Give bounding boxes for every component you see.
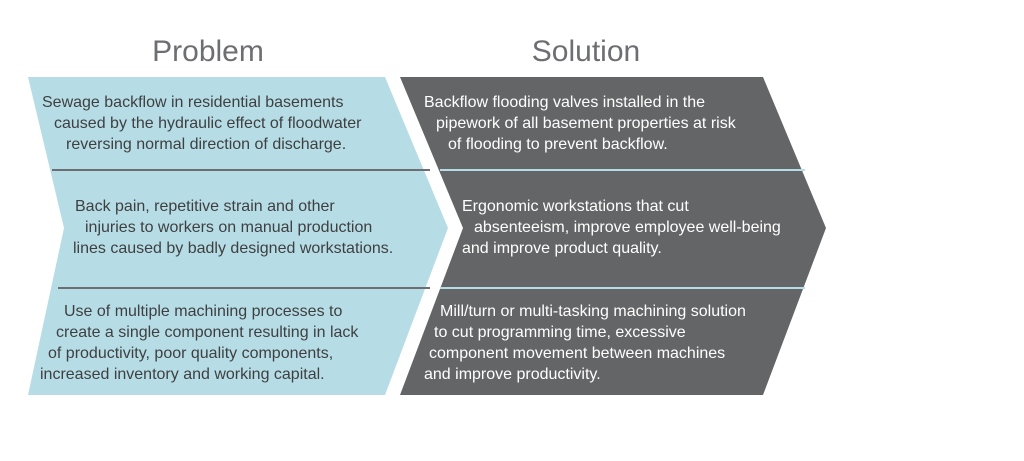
problem-line: lines caused by badly designed workstati… [73, 240, 394, 257]
solution-line: to cut programming time, excessive [434, 324, 686, 341]
problem-line: Back pain, repetitive strain and other [75, 198, 335, 215]
problem-panel [28, 77, 448, 395]
problem-line: injuries to workers on manual production [85, 219, 373, 236]
solution-line: and improve product quality. [462, 240, 662, 257]
problem-line: create a single component resulting in l… [56, 324, 359, 341]
solution-cell-2: Ergonomic workstations that cut absentee… [462, 196, 781, 259]
problem-line: of productivity, poor quality components… [48, 345, 334, 362]
solution-line: component movement between machines [429, 345, 726, 362]
solution-cell-3: Mill/turn or multi-tasking machining sol… [424, 301, 746, 385]
problem-line: Use of multiple machining processes to [64, 303, 343, 320]
problem-cell-2: Back pain, repetitive strain and other i… [73, 196, 394, 259]
problem-line: caused by the hydraulic effect of floodw… [54, 115, 362, 132]
problem-line: Sewage backflow in residential basements [42, 94, 344, 111]
solution-line: Mill/turn or multi-tasking machining sol… [440, 303, 746, 320]
problem-line: increased inventory and working capital. [40, 366, 325, 383]
solution-line: absenteeism, improve employee well-being [474, 219, 781, 236]
solution-line: Backflow flooding valves installed in th… [424, 94, 706, 111]
solution-line: and improve productivity. [424, 366, 601, 383]
solution-panel [400, 77, 826, 395]
problem-line: reversing normal direction of discharge. [66, 136, 347, 153]
solution-line: pipework of all basement properties at r… [436, 115, 736, 132]
solution-cell-1: Backflow flooding valves installed in th… [424, 92, 736, 155]
solution-line: Ergonomic workstations that cut [462, 198, 689, 215]
problem-heading: Problem [152, 35, 264, 68]
solution-heading: Solution [531, 35, 641, 68]
solution-line: of flooding to prevent backflow. [448, 136, 668, 153]
problem-cell-1: Sewage backflow in residential basements… [42, 92, 361, 155]
problem-cell-3: Use of multiple machining processes to c… [40, 301, 358, 385]
